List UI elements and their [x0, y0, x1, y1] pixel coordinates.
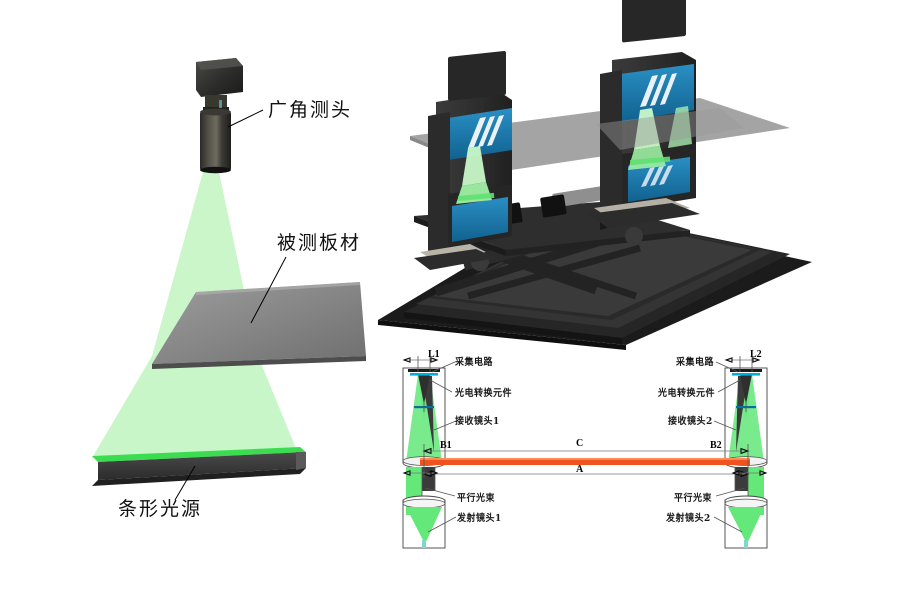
- dim-B1: B1: [440, 440, 452, 451]
- gantry-right: [588, 0, 744, 230]
- label-strip-light-source: 条形光源: [118, 498, 203, 520]
- machine-linear-rails: [404, 213, 790, 344]
- label-left-emitting-lens: 发射镜头1: [457, 513, 502, 525]
- leader-probe: [227, 109, 264, 128]
- schematic-left-emitter: [402, 495, 446, 549]
- wide-angle-probe: [196, 58, 243, 174]
- dim-L1: L1: [428, 349, 440, 360]
- label-right-emitting-lens: 发射镜头2: [666, 513, 711, 525]
- label-right-parallel-beam: 平行光束: [674, 493, 713, 505]
- dim-L2: L2: [750, 349, 762, 360]
- schematic-right-emitter: [724, 495, 768, 549]
- label-left-acq-circuit: 采集电路: [455, 357, 494, 369]
- label-right-acq-circuit: 采集电路: [676, 357, 715, 369]
- label-wide-angle-probe: 广角测头: [268, 99, 353, 121]
- schematic-leaders: [424, 361, 746, 533]
- label-left-photo-element: 光电转换元件: [455, 388, 513, 400]
- measured-plate-3d: [152, 282, 366, 369]
- label-measured-plate: 被测板材: [277, 232, 362, 254]
- label-right-receiving-lens: 接收镜头2: [668, 416, 713, 428]
- dimension-lines: [402, 356, 768, 478]
- measured-plate-schematic: [420, 458, 750, 465]
- leader-light-source: [174, 465, 196, 501]
- label-left-parallel-beam: 平行光束: [457, 493, 496, 505]
- label-right-photo-element: 光电转换元件: [658, 388, 716, 400]
- schematic-right-receiver: [724, 367, 768, 469]
- dim-A: A: [576, 464, 584, 475]
- leader-plate: [250, 256, 287, 324]
- dim-C: C: [576, 438, 584, 449]
- strip-light-source: [92, 447, 306, 486]
- strip-light-beam: [92, 356, 300, 458]
- label-left-receiving-lens: 接收镜头1: [455, 416, 500, 428]
- dim-B2: B2: [710, 440, 722, 451]
- gantry-left: [414, 51, 512, 270]
